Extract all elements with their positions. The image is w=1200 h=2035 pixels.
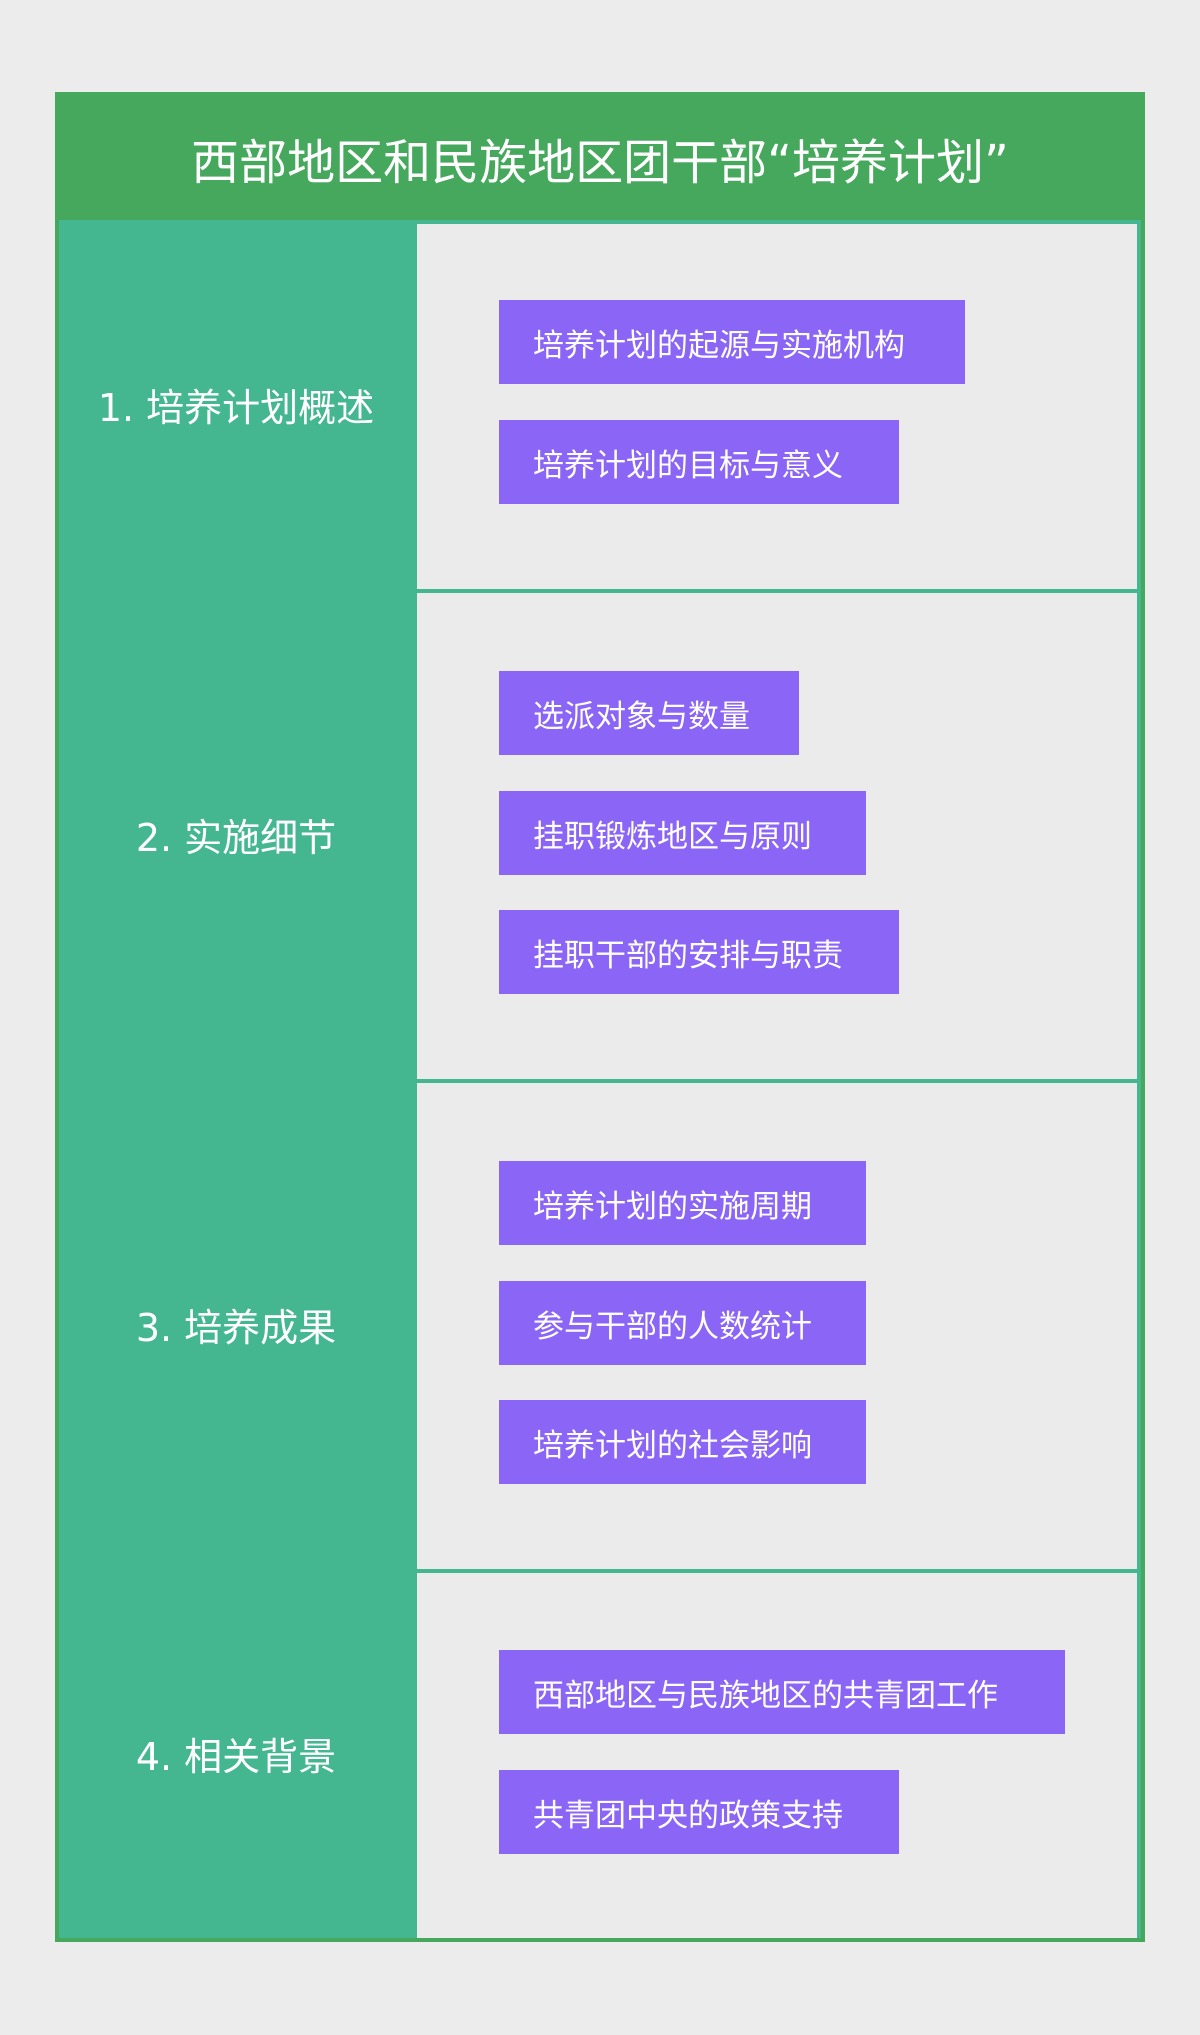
section-2-item-3: 挂职干部的安排与职责	[499, 910, 899, 994]
section-2-panel: 选派对象与数量 挂职锻炼地区与原则 挂职干部的安排与职责	[413, 589, 1141, 1079]
diagram-title: 西部地区和民族地区团干部“培养计划”	[59, 96, 1141, 220]
section-3-label: 3. 培养成果	[135, 1305, 337, 1350]
section-1-item-2: 培养计划的目标与意义	[499, 420, 899, 504]
section-3-item-2: 参与干部的人数统计	[499, 1281, 866, 1365]
section-2: 2. 实施细节 选派对象与数量 挂职锻炼地区与原则 挂职干部的安排与职责	[59, 589, 1141, 1079]
section-1-item-1: 培养计划的起源与实施机构	[499, 300, 965, 384]
section-4-item-2: 共青团中央的政策支持	[499, 1770, 899, 1854]
section-2-item-2: 挂职锻炼地区与原则	[499, 791, 866, 875]
section-4: 4. 相关背景 西部地区与民族地区的共青团工作 共青团中央的政策支持	[59, 1569, 1141, 1938]
section-3-item-1: 培养计划的实施周期	[499, 1161, 866, 1245]
section-3-panel: 培养计划的实施周期 参与干部的人数统计 培养计划的社会影响	[413, 1079, 1141, 1569]
diagram-frame: 西部地区和民族地区团干部“培养计划” 1. 培养计划概述 培养计划的起源与实施机…	[55, 92, 1145, 1942]
section-4-label: 4. 相关背景	[135, 1735, 337, 1779]
section-2-label: 2. 实施细节	[135, 815, 337, 860]
section-1-label: 1. 培养计划概述	[97, 386, 375, 430]
section-3-item-3: 培养计划的社会影响	[499, 1400, 866, 1484]
section-4-panel: 西部地区与民族地区的共青团工作 共青团中央的政策支持	[413, 1569, 1141, 1938]
section-1: 1. 培养计划概述 培养计划的起源与实施机构 培养计划的目标与意义	[59, 220, 1141, 589]
section-3: 3. 培养成果 培养计划的实施周期 参与干部的人数统计 培养计划的社会影响	[59, 1079, 1141, 1569]
section-4-item-1: 西部地区与民族地区的共青团工作	[499, 1650, 1065, 1734]
section-2-item-1: 选派对象与数量	[499, 671, 799, 755]
section-1-panel: 培养计划的起源与实施机构 培养计划的目标与意义	[413, 220, 1141, 589]
